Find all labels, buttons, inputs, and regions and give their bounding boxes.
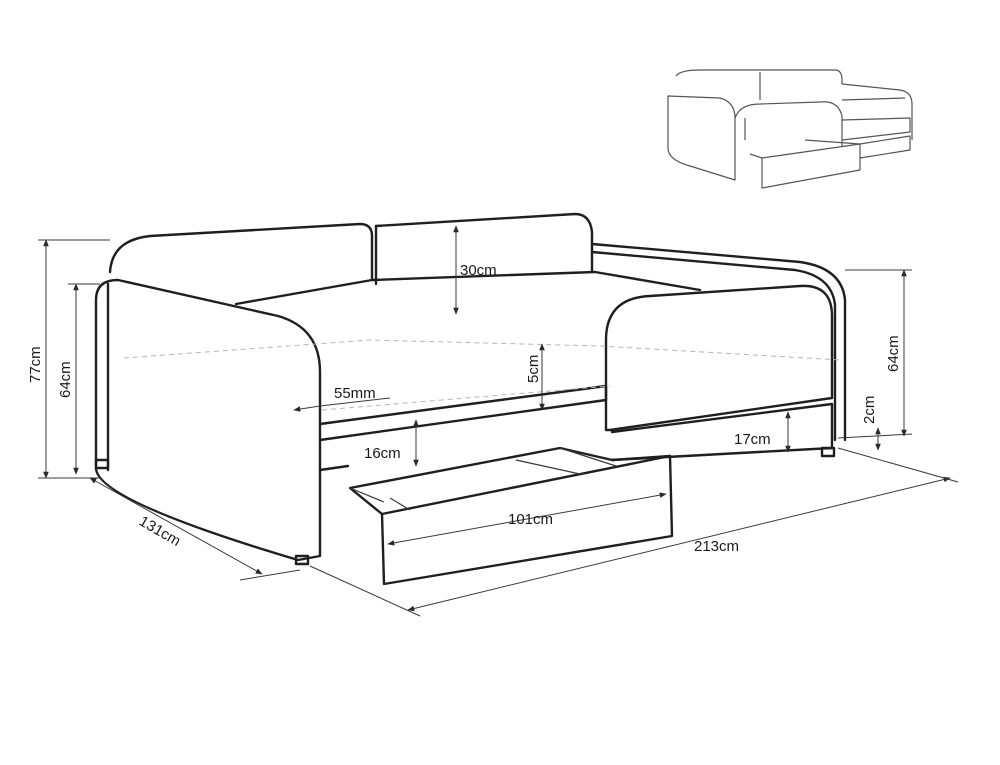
label-side-plinth: 17cm — [734, 431, 771, 448]
label-drawer-front: 16cm — [364, 445, 401, 462]
label-height-total: 77cm — [27, 346, 44, 383]
thumbnail-sofa — [667, 69, 913, 189]
label-leg-height: 2cm — [861, 396, 878, 424]
label-height-arm-right: 64cm — [885, 335, 902, 372]
label-total-width: 213cm — [694, 538, 739, 555]
label-back-cushion: 30cm — [460, 262, 497, 279]
label-drawer-width: 101cm — [508, 511, 553, 528]
label-gap: 5cm — [525, 355, 542, 383]
label-height-arm: 64cm — [57, 361, 74, 398]
dimension-lines — [38, 225, 959, 617]
label-panel: 55mm — [334, 385, 376, 402]
